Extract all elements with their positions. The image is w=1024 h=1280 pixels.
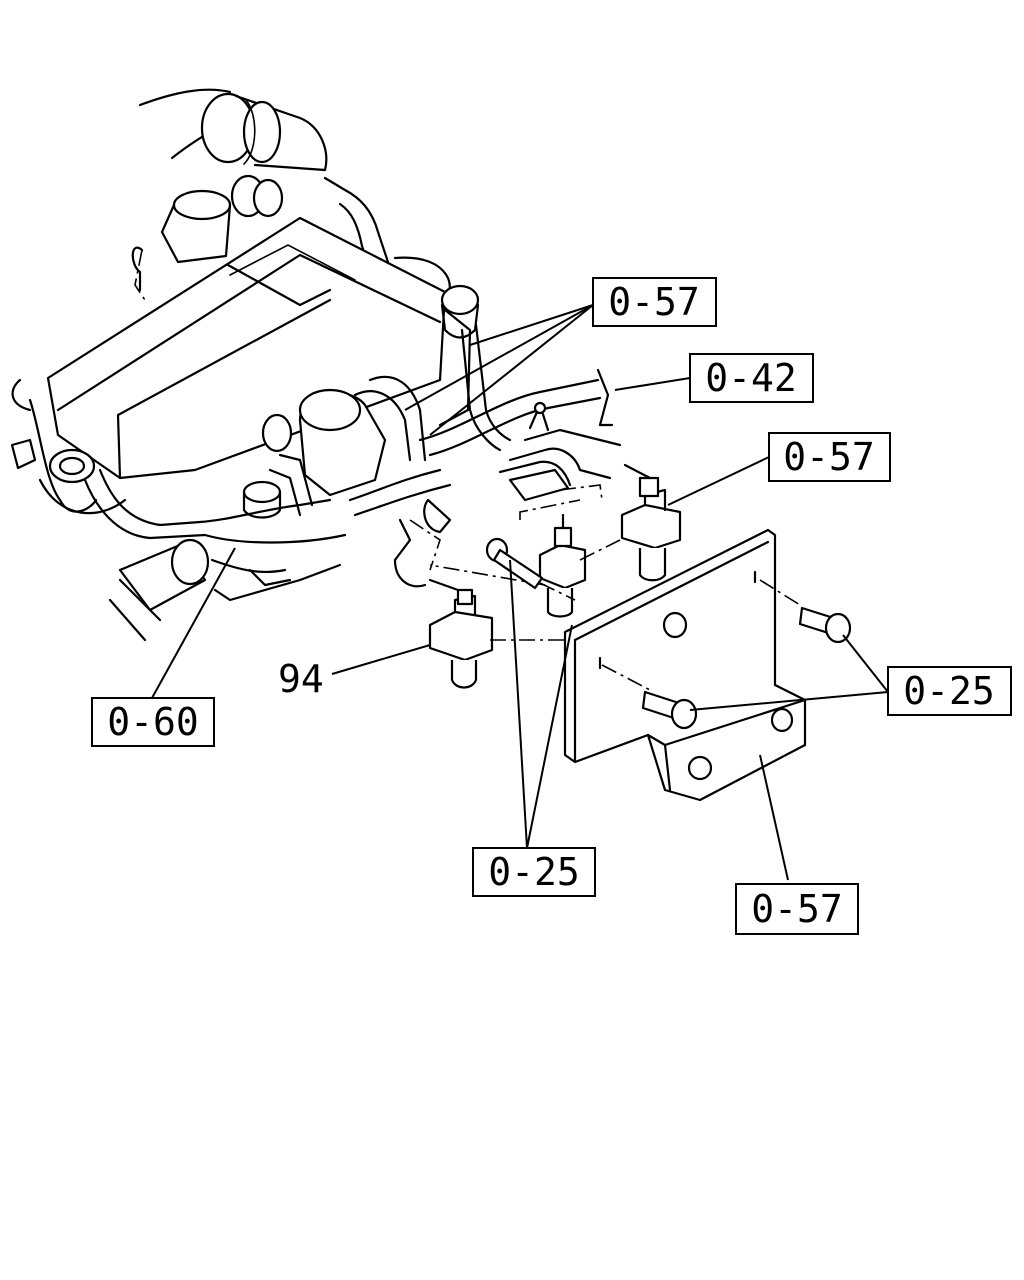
svg-text:0-57: 0-57 bbox=[608, 280, 700, 324]
svg-text:0-25: 0-25 bbox=[488, 850, 580, 894]
mounting-bracket-drawing bbox=[563, 528, 807, 802]
callout-0-57-top: 0-57 bbox=[592, 277, 717, 327]
svg-text:0-60: 0-60 bbox=[107, 700, 199, 744]
callout-0-42: 0-42 bbox=[689, 353, 814, 403]
part-number-94: 94 bbox=[278, 657, 324, 701]
svg-text:0-25: 0-25 bbox=[903, 669, 995, 713]
engine-assembly-drawing bbox=[10, 88, 622, 642]
callout-0-25-bottom: 0-25 bbox=[472, 847, 596, 897]
callout-0-60: 0-60 bbox=[91, 697, 215, 747]
solenoid-valve-drawing bbox=[428, 463, 682, 689]
svg-text:0-42: 0-42 bbox=[705, 356, 797, 400]
callout-0-57-right: 0-57 bbox=[768, 432, 891, 482]
svg-text:0-57: 0-57 bbox=[751, 887, 843, 931]
callout-0-57-bottom: 0-57 bbox=[735, 883, 859, 935]
svg-text:0-57: 0-57 bbox=[783, 435, 875, 479]
callout-0-25-right: 0-25 bbox=[887, 666, 1012, 716]
leader-lines bbox=[151, 304, 889, 881]
